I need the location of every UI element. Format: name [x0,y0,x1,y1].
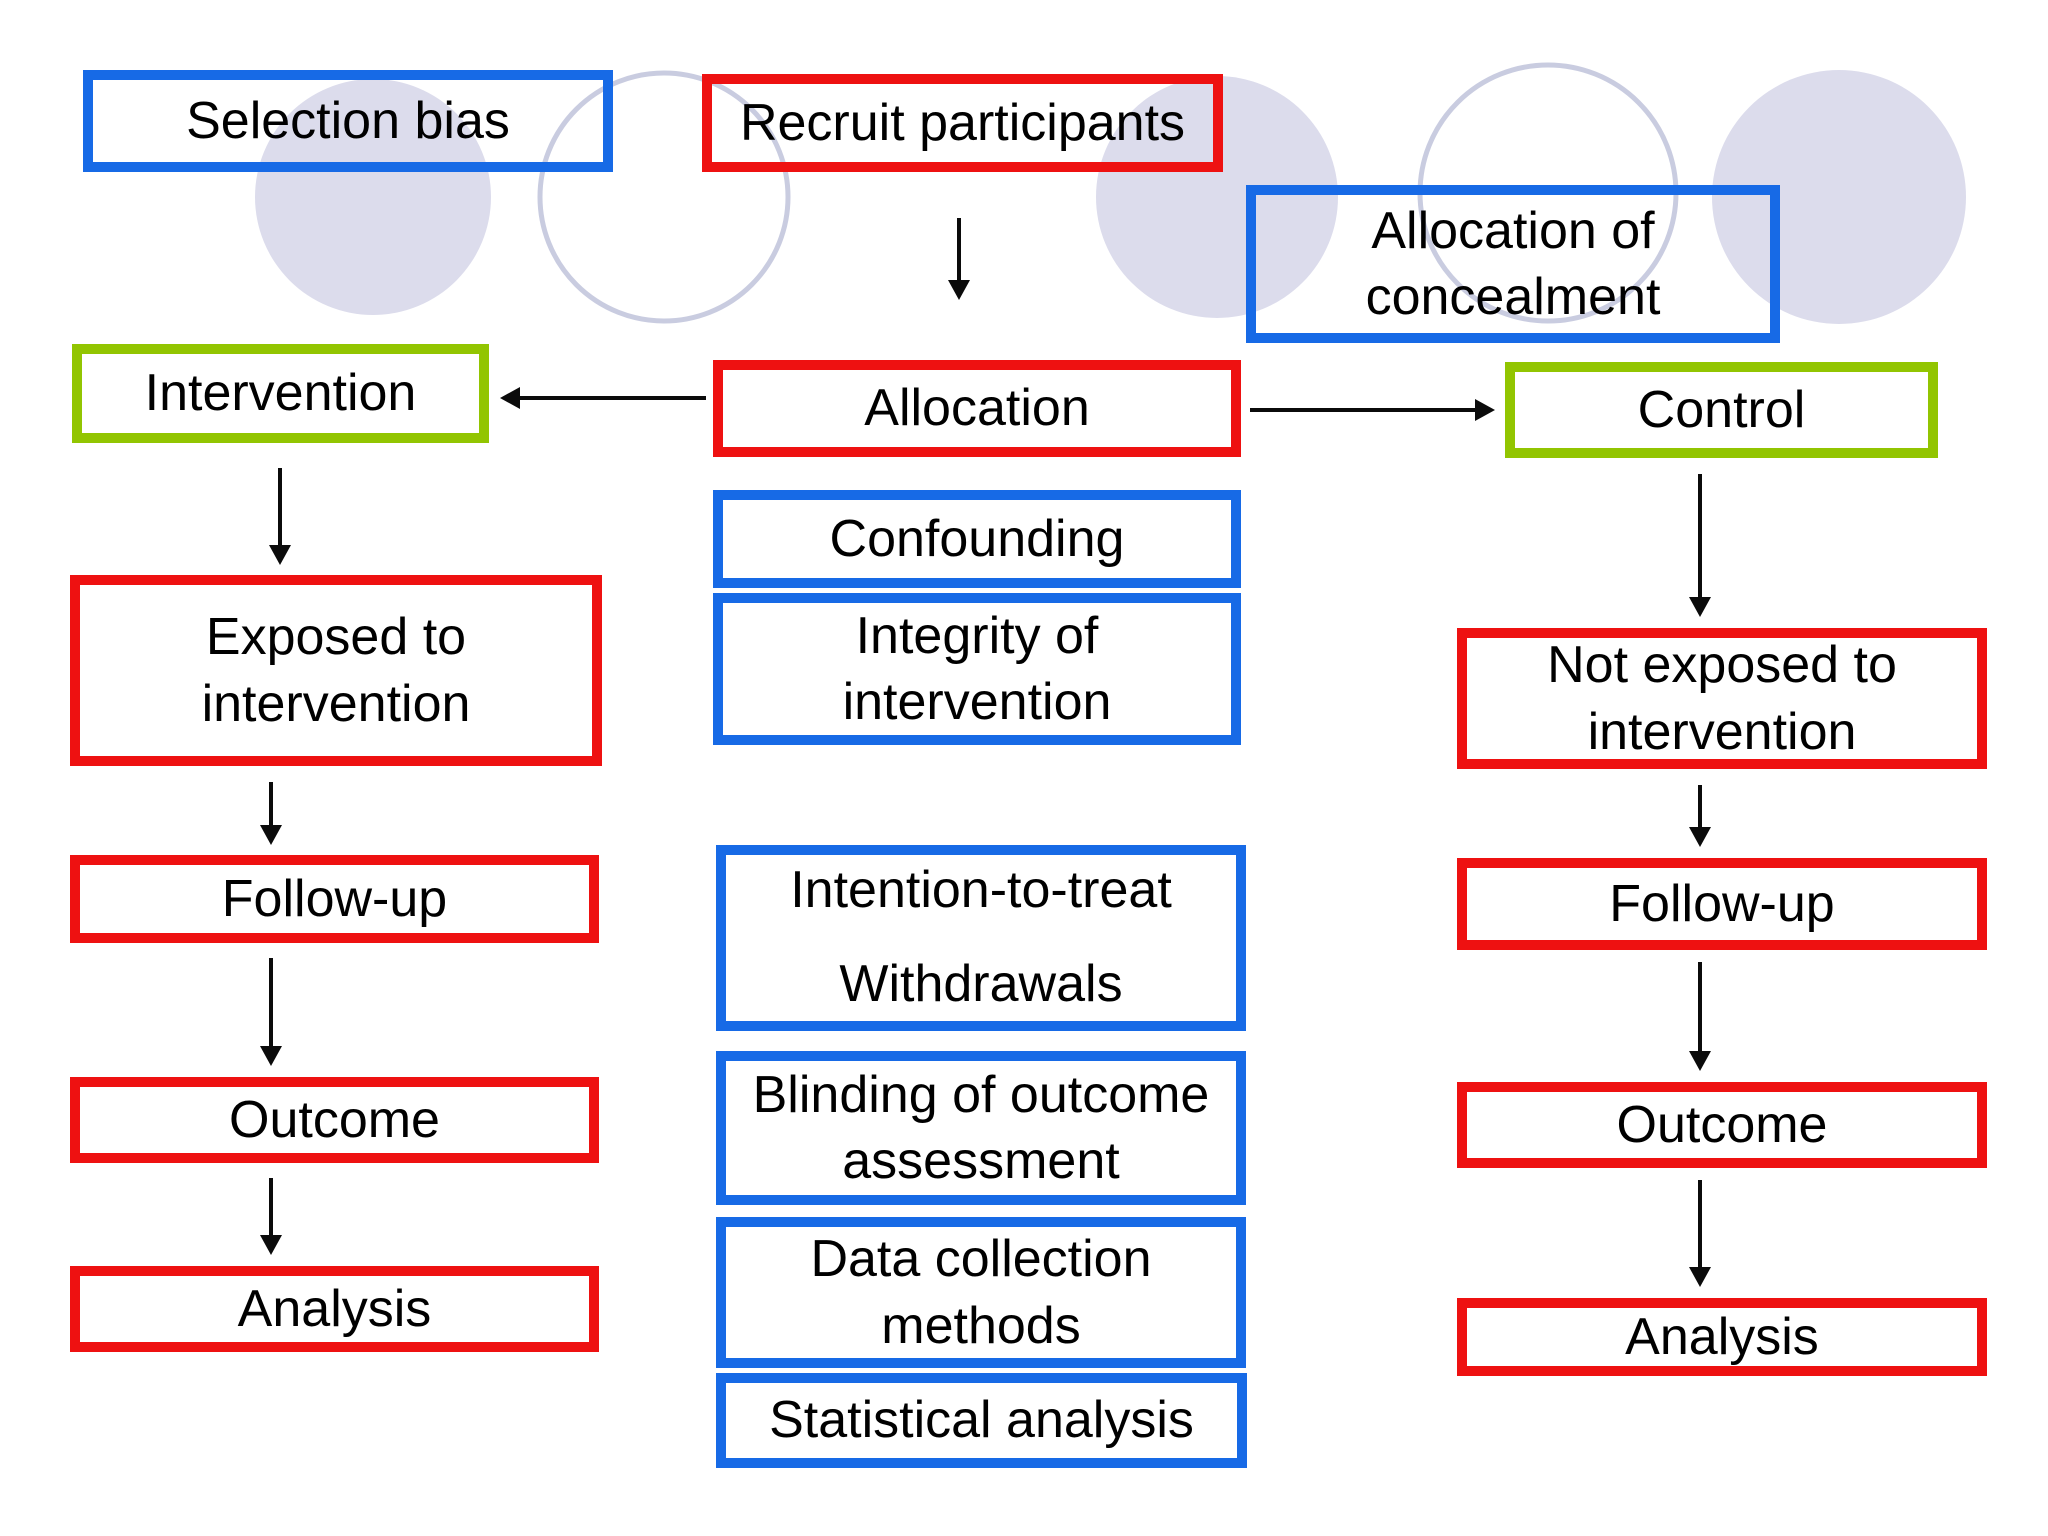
arrow-exposed-to-follow-up-left [260,782,282,845]
node-selection-bias: Selection bias [83,70,613,172]
node-analysis-intervention-arm: Analysis [70,1266,599,1352]
arrow-outcome-right-to-analysis-right [1689,1180,1711,1287]
node-recruit-participants: Recruit participants [702,74,1223,172]
arrow-recruit-to-allocation [948,218,970,300]
arrow-follow-up-right-to-outcome-right [1689,962,1711,1071]
decorative-circle-2 [537,70,791,324]
node-control: Control [1505,362,1938,458]
node-exposed-to-intervention: Exposed to intervention [70,575,602,766]
node-outcome-intervention-arm: Outcome [70,1077,599,1163]
node-integrity-of-intervention: Integrity of intervention [713,593,1241,745]
node-not-exposed-to-intervention: Not exposed to intervention [1457,628,1987,769]
arrow-allocation-to-control [1250,399,1495,421]
node-allocation-of-concealment: Allocation of concealment [1246,185,1780,343]
arrow-control-to-not-exposed [1689,474,1711,617]
node-analysis-control-arm: Analysis [1457,1298,1987,1376]
node-intervention: Intervention [72,344,489,443]
arrow-outcome-left-to-analysis-left [260,1178,282,1255]
node-allocation: Allocation [713,360,1241,457]
arrow-intervention-to-exposed [269,468,291,565]
arrow-follow-up-left-to-outcome-left [260,958,282,1066]
node-outcome-control-arm: Outcome [1457,1082,1987,1168]
node-follow-up-control-arm: Follow-up [1457,858,1987,950]
node-intention-to-treat-withdrawals: Intention-to-treat Withdrawals [716,845,1246,1031]
arrow-not-exposed-to-follow-up-right [1689,785,1711,847]
node-data-collection-methods: Data collection methods [716,1217,1246,1368]
node-blinding-of-outcome-assessment: Blinding of outcome assessment [716,1051,1246,1205]
arrow-allocation-to-intervention [500,387,706,409]
node-follow-up-intervention-arm: Follow-up [70,855,599,943]
decorative-circle-3 [1096,76,1338,318]
node-confounding: Confounding [713,490,1241,588]
node-statistical-analysis: Statistical analysis [716,1373,1247,1468]
decorative-circle-1 [255,79,491,315]
